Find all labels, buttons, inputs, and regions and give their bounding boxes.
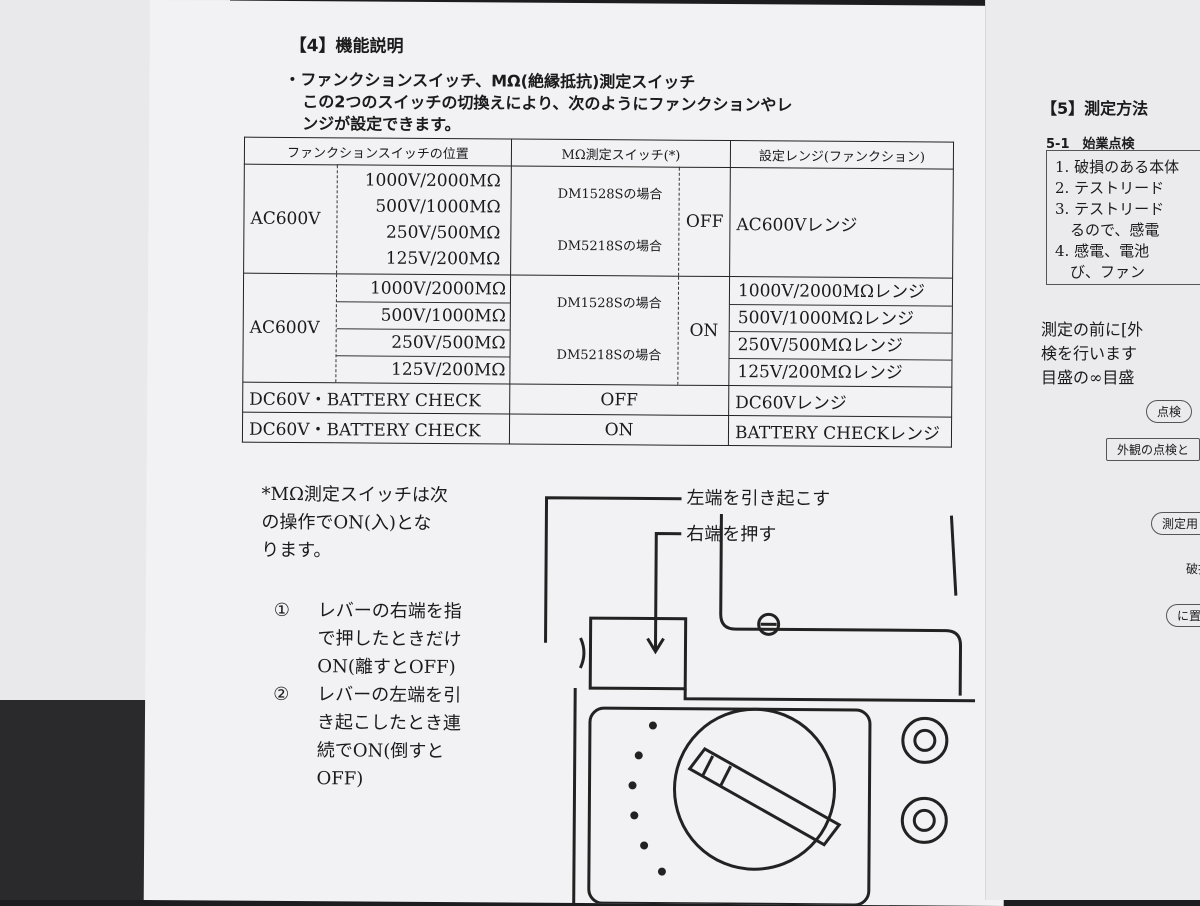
group2-label: AC600V xyxy=(243,273,337,383)
checklist-line: 2. テストリード xyxy=(1055,178,1200,199)
flow-pill-check: 点検 xyxy=(1146,400,1192,423)
header-setting-range: 設定レンジ(ファンクション) xyxy=(730,141,953,170)
note-line: ります。 xyxy=(261,537,448,566)
group2-setting: 125V/200MΩレンジ xyxy=(729,359,951,387)
group1-ranges: 1000V/2000MΩ 500V/1000MΩ 250V/500MΩ 125V… xyxy=(337,165,512,275)
group2-setting: 500V/1000MΩレンジ xyxy=(730,305,952,334)
step-line: OFF) xyxy=(264,765,460,794)
group2-settings: 1000V/2000MΩレンジ 500V/1000MΩレンジ 250V/500M… xyxy=(729,277,953,388)
flow-pill-place: に置 xyxy=(1166,604,1200,627)
manual-page: 【4】機能説明 ・ファンクションスイッチ、MΩ(絶縁抵抗)測定スイッチ この2つ… xyxy=(144,0,1010,906)
group1-models: DM1528Sの場合 DM5218Sの場合 xyxy=(511,166,680,276)
model-dm1528s: DM1528Sの場合 xyxy=(518,169,674,222)
group2-models: DM1528Sの場合 DM5218Sの場合 xyxy=(510,275,679,385)
step-number: ② xyxy=(273,681,289,709)
group1-range: 250V/500MΩ xyxy=(343,219,504,246)
table-row-ac-off: AC600V 1000V/2000MΩ 500V/1000MΩ 250V/500… xyxy=(244,164,954,278)
step-number: ① xyxy=(274,597,290,625)
function-table: ファンクションスイッチの位置 MΩ測定スイッチ(*) 設定レンジ(ファンクション… xyxy=(242,137,954,448)
group1-label: AC600V xyxy=(244,164,338,274)
tester-top-outline-icon xyxy=(720,514,961,696)
step-1: ① レバーの右端を指 xyxy=(266,597,462,626)
dial-panel-icon xyxy=(589,708,870,905)
intro-line-3: ンジが設定できます。 xyxy=(284,113,944,140)
step-line: レバーの右端を指 xyxy=(318,600,462,622)
checklist-line: るので、感電 xyxy=(1055,220,1200,241)
group2-ranges: 1000V/2000MΩ 500V/1000MΩ 250V/500MΩ 125V… xyxy=(336,274,511,384)
note-line: の操作でON(入)とな xyxy=(261,509,448,538)
group1-setting: AC600Vレンジ xyxy=(730,168,954,279)
group1-range: 1000V/2000MΩ xyxy=(344,167,505,194)
flow-pill-visual: 外観の点検と xyxy=(1106,438,1200,461)
right-page: 【5】測定方法 5-1 始業点検 1. 破損のある本体 2. テストリード 3.… xyxy=(985,0,1200,900)
model-dm1528s: DM1528Sの場合 xyxy=(517,278,673,331)
dc-off-label: DC60V・BATTERY CHECK xyxy=(243,382,510,414)
right-text-line: 測定の前に[外 xyxy=(1041,318,1143,342)
group2-range: 125V/200MΩ xyxy=(336,356,509,383)
switch-note: *MΩ測定スイッチは次 の操作でON(入)とな ります。 xyxy=(261,481,448,566)
note-line: *MΩ測定スイッチは次 xyxy=(261,481,448,510)
tester-diagram xyxy=(534,493,977,906)
group2-setting: 250V/500MΩレンジ xyxy=(730,332,952,361)
group2-range: 1000V/2000MΩ xyxy=(337,275,510,303)
function-dial-icon xyxy=(674,709,835,870)
right-text-line: 目盛の∞目盛 xyxy=(1041,366,1143,390)
intro-text: ・ファンクションスイッチ、MΩ(絶縁抵抗)測定スイッチ この2つのスイッチの切換… xyxy=(284,69,944,140)
group1-switch: OFF xyxy=(679,167,730,276)
group1-range: 500V/1000MΩ xyxy=(343,193,504,220)
checklist-line: 4. 感電、電池 xyxy=(1055,241,1200,262)
dc-on-setting: BATTERY CHECKレンジ xyxy=(728,416,951,448)
model-dm5218s: DM5218Sの場合 xyxy=(516,330,672,383)
mohm-lever-icon xyxy=(590,618,685,689)
group2-range: 250V/500MΩ xyxy=(337,329,510,357)
dc-on-label: DC60V・BATTERY CHECK xyxy=(242,412,509,444)
right-checklist-box: 1. 破損のある本体 2. テストリード 3. テストリード るので、感電 4.… xyxy=(1046,150,1200,285)
table-row-ac-on: AC600V 1000V/2000MΩ 500V/1000MΩ 250V/500… xyxy=(243,273,953,387)
step-line: レバーの左端を引 xyxy=(317,684,461,706)
dc-off-setting: DC60Vレンジ xyxy=(729,386,952,418)
step-line: き起こしたとき連 xyxy=(265,709,461,738)
terminal-upper-icon xyxy=(903,718,947,762)
group2-range: 500V/1000MΩ xyxy=(337,302,510,330)
header-function-position: ファンクションスイッチの位置 xyxy=(244,137,511,166)
checklist-line: 3. テストリード xyxy=(1055,199,1200,220)
operation-steps: ① レバーの右端を指 で押したときだけ ON(離すとOFF) ② レバーの左端を… xyxy=(264,597,461,794)
dc-off-switch: OFF xyxy=(510,384,729,416)
right-text-line: 検を行います xyxy=(1041,342,1143,366)
step-2: ② レバーの左端を引 xyxy=(265,681,461,710)
dc-on-switch: ON xyxy=(509,414,728,446)
flow-pill-damage: 破損 xyxy=(1176,558,1200,579)
table-row-dc-off: DC60V・BATTERY CHECK OFF DC60Vレンジ xyxy=(243,382,952,417)
group2-switch: ON xyxy=(678,276,729,385)
flow-pill-lead: 測定用リ xyxy=(1151,512,1200,535)
right-heading: 【5】測定方法 xyxy=(1041,95,1148,119)
step-line: 続でON(倒すと xyxy=(265,737,461,766)
table-row-dc-on: DC60V・BATTERY CHECK ON BATTERY CHECKレンジ xyxy=(242,412,951,447)
background-dark xyxy=(0,700,160,900)
terminal-lower-icon xyxy=(902,798,946,842)
group2-setting: 1000V/2000MΩレンジ xyxy=(730,278,952,307)
section-title: 【4】機能説明 xyxy=(290,31,404,57)
step-line: で押したときだけ xyxy=(265,625,461,654)
right-body-text: 測定の前に[外 検を行います 目盛の∞目盛 xyxy=(1041,318,1143,390)
step-line: ON(離すとOFF) xyxy=(265,653,461,682)
leader-right-icon xyxy=(655,534,681,649)
leader-left-icon xyxy=(546,498,682,644)
model-dm5218s: DM5218Sの場合 xyxy=(517,221,673,274)
checklist-line: び、ファン xyxy=(1055,262,1200,283)
group1-range: 125V/200MΩ xyxy=(343,245,504,272)
header-mohm-switch: MΩ測定スイッチ(*) xyxy=(511,139,730,168)
checklist-line: 1. 破損のある本体 xyxy=(1055,157,1200,178)
